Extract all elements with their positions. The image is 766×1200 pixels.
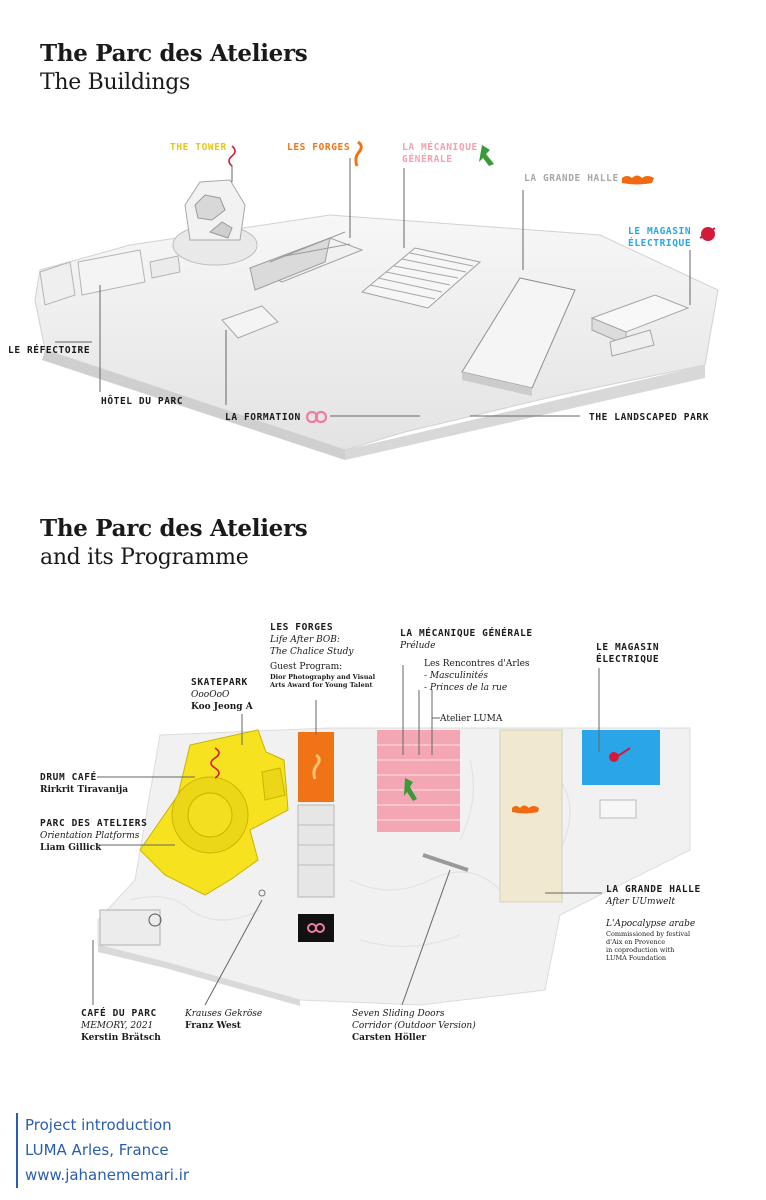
sliding-work-1: Seven Sliding Doors [352,1009,445,1019]
magasin-symbol-icon [699,227,716,241]
tower-zone [139,729,289,896]
footer-line-2: LUMA Arles, France [25,1141,169,1159]
label-formation: LA FORMATION [225,412,301,423]
forges-work-1: Life After BOB: [270,635,340,645]
grande-halle-zone [499,729,563,903]
formation-symbol-icon [305,410,328,424]
sliding-label-group: Seven Sliding Doors Corridor (Outdoor Ve… [352,1008,476,1044]
site-ground [34,214,719,451]
forges-building [248,231,364,291]
cafe-name: CAFÉ DU PARC [81,1008,157,1019]
parc-label-group: PARC DES ATELIERS Orientation Platforms … [40,818,147,854]
sliding-doors-corridor [422,853,469,872]
mecanique-building [360,247,482,309]
grande-halle-note-3: in coproduction with [606,946,675,954]
cafe-artist: Kerstin Brätsch [81,1033,161,1043]
grande-halle-building [461,277,576,396]
sliding-artist: Carsten Höller [352,1033,427,1043]
krauses-work: Krauses Gekröse [185,1009,263,1019]
parc-work: Orientation Platforms [40,831,140,841]
forges-award-1: Dior Photography and Visual [270,673,376,681]
rencontres-label-group: Les Rencontres d'Arles - Masculinités - … [424,658,530,694]
tower-zone-symbol-icon [210,747,220,779]
mecanique-symbol-icon [479,145,494,166]
cafe-label-group: CAFÉ DU PARC MEMORY, 2021 Kerstin Brätsc… [81,1008,161,1044]
skatepark-work: OooOoO [191,690,230,700]
label-mecanique-2: GÉNÉRALE [402,154,453,165]
rencontres-item-1: - Masculinités [424,671,488,681]
buildings-title: The Parc des Ateliers [40,40,308,67]
mecanique-label-group: LA MÉCANIQUE GÉNÉRALE Prélude [400,628,533,652]
refectoire-building [39,261,76,306]
magasin-name-2: ÉLECTRIQUE [596,654,660,665]
label-hotel: HÔTEL DU PARC [101,396,184,407]
grande-halle-note-2: d'Aix en Provence [606,938,666,946]
label-magasin-2: ÉLECTRIQUE [628,238,692,249]
drum-label-group: DRUM CAFÉ Rirkrit Tiravanija [40,772,128,796]
parc-name: PARC DES ATELIERS [40,818,148,829]
magasin-label-group: LE MAGASIN ÉLECTRIQUE [596,642,659,666]
grande-halle-work: After UUmwelt [606,897,676,907]
footer-line-1: Project introduction [25,1116,172,1134]
label-refectoire: LE RÉFECTOIRE [8,345,91,356]
atelier-luma-label: Atelier LUMA [440,714,503,724]
forges-label-group: LES FORGES Life After BOB: The Chalice S… [270,622,375,689]
forges-name: LES FORGES [270,622,334,633]
mecanique-name: LA MÉCANIQUE GÉNÉRALE [400,628,533,639]
sliding-work-2: Corridor (Outdoor Version) [352,1021,476,1031]
drum-name: DRUM CAFÉ [40,772,97,783]
formation-zone-symbol-icon [307,923,325,933]
hotel-building [77,249,146,296]
magasin-zone-symbol-icon [609,747,631,762]
cafe-work: MEMORY, 2021 [81,1021,154,1031]
cafe-building [99,909,161,946]
forges-work-2: The Chalice Study [270,647,354,657]
skatepark-artist: Koo Jeong A [191,702,253,712]
skatepark-name: SKATEPARK [191,677,248,688]
grande-halle-name: LA GRANDE HALLE [606,884,701,895]
forges-corridor [297,804,335,898]
grande-halle-zone-symbol-icon [512,805,539,814]
grande-halle-label-group: LA GRANDE HALLE After UUmwelt L'Apocalyp… [606,884,701,962]
buildings-map [34,140,719,460]
rencontres-item-2: - Princes de la rue [424,683,508,693]
programme-subtitle: and its Programme [40,545,249,570]
grande-halle-symbol-icon [622,175,654,185]
drum-artist: Rirkrit Tiravanija [40,785,129,795]
label-forges: LES FORGES [287,142,351,153]
krauses-artist: Franz West [185,1021,241,1031]
programme-map [92,665,691,1006]
programme-title: The Parc des Ateliers [40,515,308,542]
label-park: THE LANDSCAPED PARK [589,412,710,423]
magasin-building [590,294,690,357]
parc-artist: Liam Gillick [40,843,102,853]
label-mecanique-1: LA MÉCANIQUE [402,142,478,153]
footer-caption: Project introduction LUMA Arles, France … [16,1113,189,1188]
forges-symbol-icon [354,140,363,167]
grande-halle-work-2: L'Apocalypse arabe [606,919,696,929]
tower-building [172,179,258,266]
tower-symbol-icon [228,145,236,167]
magasin-name-1: LE MAGASIN [596,642,660,653]
mecanique-work: Prélude [400,641,436,651]
magasin-zone [582,730,660,785]
krauses-marker [258,889,266,897]
forges-zone-symbol-icon [312,753,321,780]
mecanique-zone-symbol-icon [404,778,417,801]
formation-building [221,305,279,339]
forges-guest: Guest Program: [270,662,343,672]
label-tower: THE TOWER [170,142,227,153]
krauses-label-group: Krauses Gekröse Franz West [185,1008,262,1032]
skatepark-label-group: SKATEPARK OooOoO Koo Jeong A [191,677,253,713]
buildings-subtitle: The Buildings [40,70,191,95]
forges-award-2: Arts Award for Young Talent [270,681,373,689]
label-grande-halle: LA GRANDE HALLE [524,173,619,184]
footer-website[interactable]: www.jahanememari.ir [25,1166,190,1184]
rencontres-title: Les Rencontres d'Arles [424,659,530,669]
label-magasin-1: LE MAGASIN [628,226,692,237]
grande-halle-note-1: Commissioned by festival [606,930,691,938]
grande-halle-note-4: LUMA Foundation [606,954,667,962]
